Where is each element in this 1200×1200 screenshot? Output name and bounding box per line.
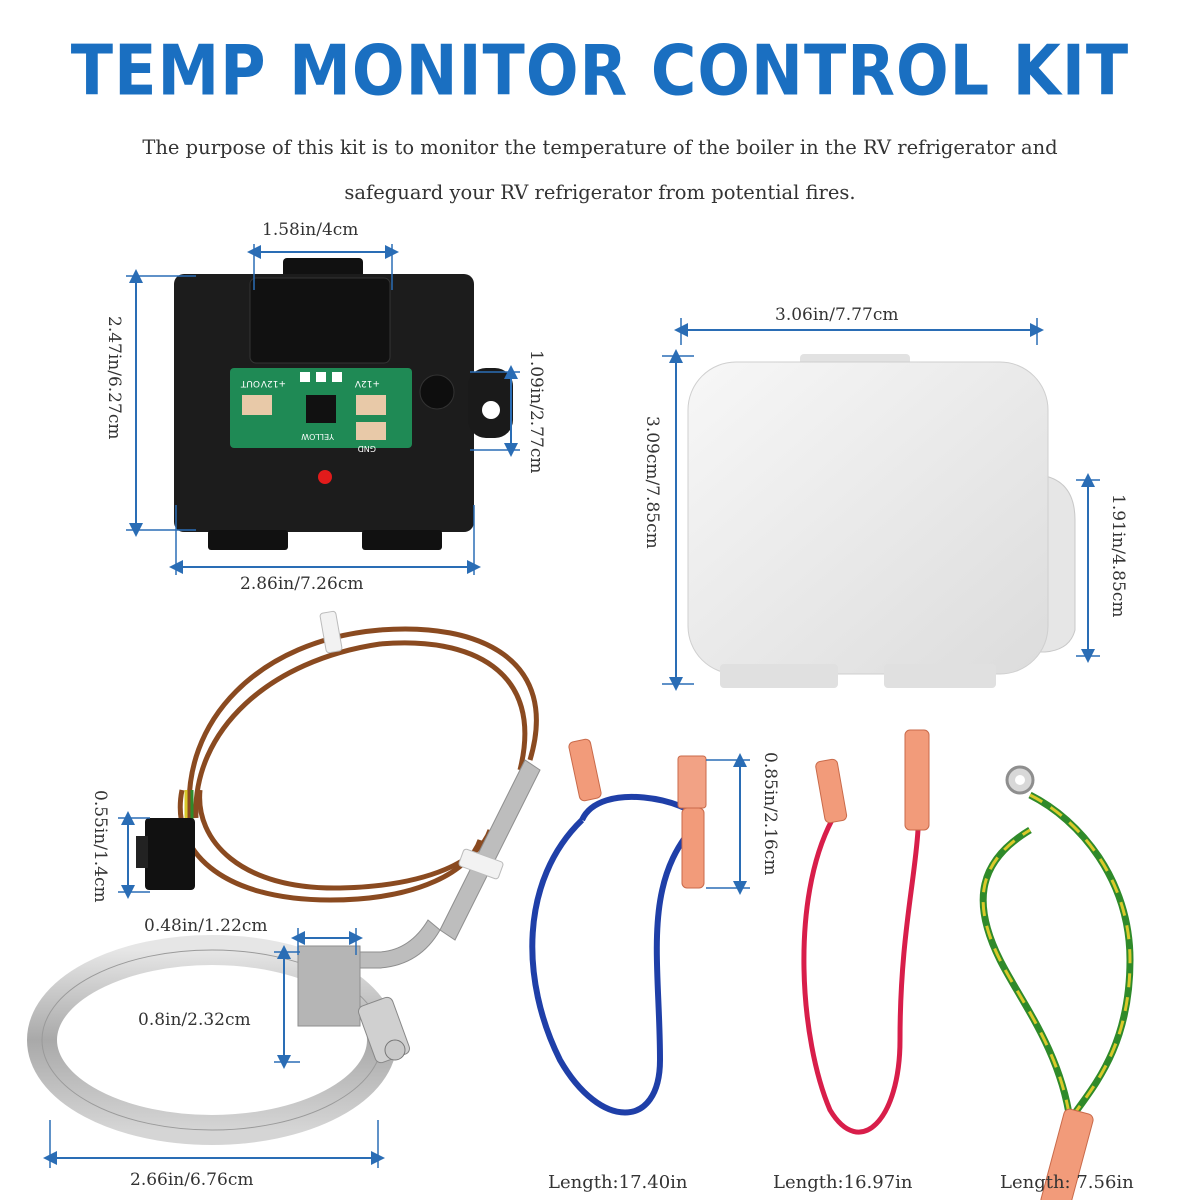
cover-side-dimension: 1.91in/4.85cm: [1108, 494, 1128, 618]
red-wire: [801, 729, 930, 1135]
blue-wire: [529, 738, 707, 1116]
subtitle-line-1: The purpose of this kit is to monitor th…: [142, 136, 1058, 159]
cover-height-dimension: 3.09cm/7.85cm: [642, 416, 662, 549]
pcb-plus-text: +12V: [354, 378, 380, 388]
page-title: TEMP MONITOR CONTROL KIT: [70, 29, 1130, 112]
temperature-sensor: [136, 610, 541, 969]
connector-dimension: 0.55in/1.4cm: [90, 790, 110, 903]
pcb-gnd-text: GND: [358, 444, 376, 453]
pcb-yellow-text: YELLOW: [301, 432, 335, 441]
control-box-height-dimension: 2.47in/6.27cm: [104, 316, 124, 440]
control-box-width-dimension: 2.86in/7.26cm: [240, 574, 364, 594]
blue-terminal-dimension: 0.85in/2.16cm: [760, 752, 780, 876]
clip-width-dimension: 0.48in/1.22cm: [144, 916, 268, 936]
cover-housing: [687, 354, 1076, 688]
cover-width-dimension: 3.06in/7.77cm: [775, 305, 899, 325]
pcb-out-text: OUT: [240, 378, 260, 388]
ground-wire: [979, 765, 1134, 1200]
control-box-top-dimension: 1.58in/4cm: [262, 220, 359, 240]
control-box-side-dimension: 1.09in/2.77cm: [526, 350, 546, 474]
ground-wire-length: Length: 7.56in: [1000, 1172, 1134, 1193]
pcb-in-text: +12V: [260, 378, 286, 388]
subtitle-line-2: safeguard your RV refrigerator from pote…: [344, 181, 856, 204]
clip-height-dimension: 0.8in/2.32cm: [138, 1010, 251, 1030]
sensor-connector: [145, 818, 195, 890]
control-box: OUT +12V +12V YELLOW GND: [174, 258, 513, 550]
red-wire-length: Length:16.97in: [773, 1172, 913, 1193]
clamp-dimension: 2.66in/6.76cm: [130, 1170, 254, 1190]
blue-wire-length: Length:17.40in: [548, 1172, 688, 1193]
hose-clamp: [27, 935, 410, 1145]
led-indicator: [318, 470, 332, 484]
page-subtitle: The purpose of this kit is to monitor th…: [100, 125, 1100, 215]
